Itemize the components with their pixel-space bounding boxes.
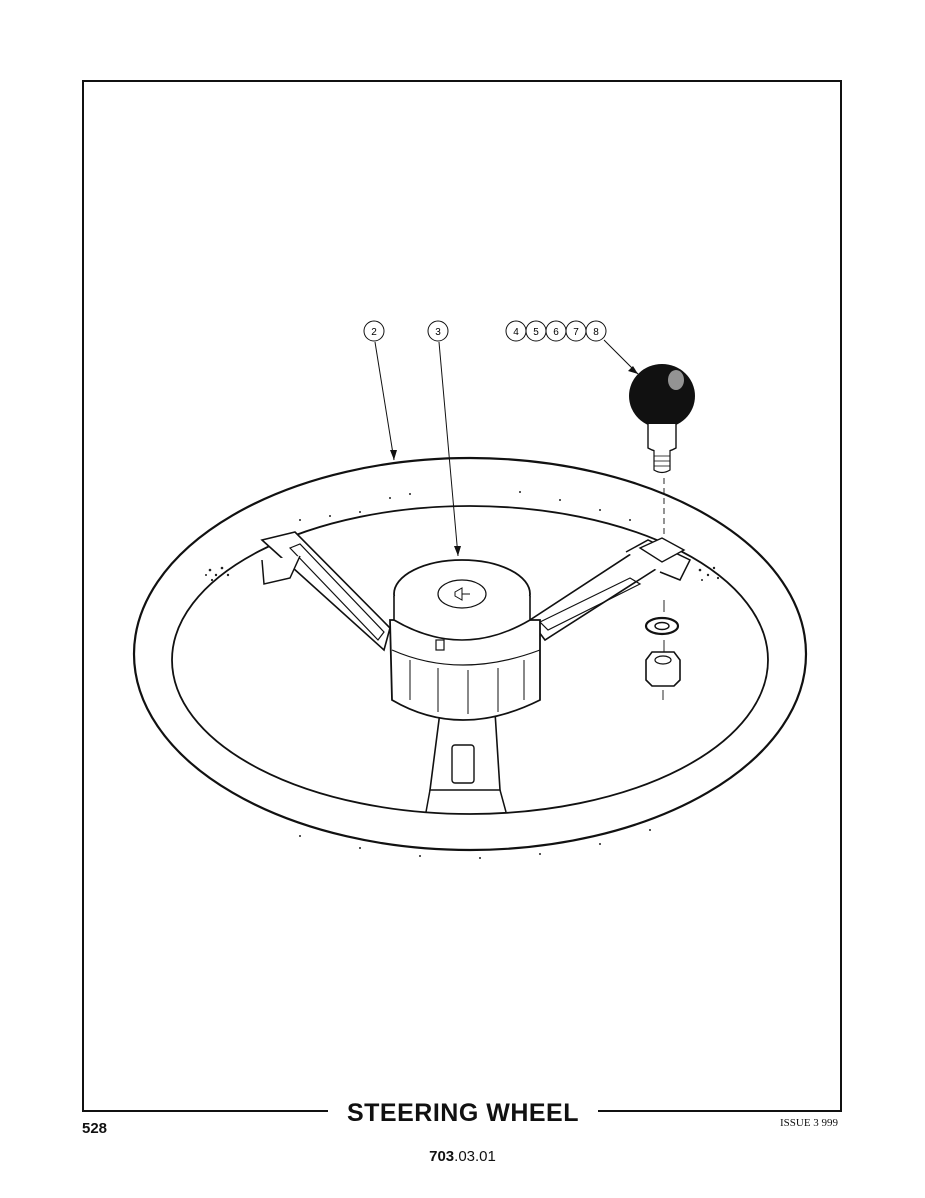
- horn-icon: [454, 587, 470, 601]
- callout-8-label: 8: [593, 327, 599, 338]
- callout-8: [585, 320, 607, 342]
- callout-3: [427, 320, 449, 342]
- issue-label: ISSUE 3 999: [780, 1117, 839, 1129]
- callout-6-label: 6: [553, 327, 559, 338]
- callout-2-label: 2: [371, 327, 377, 338]
- callout-2: [363, 320, 385, 342]
- callout-7-label: 7: [573, 327, 579, 338]
- wheel-rim-outer: [132, 456, 808, 852]
- page-title: STEERING WHEEL: [346, 1099, 579, 1127]
- hub-body: [389, 619, 541, 721]
- title-block: STEERING WHEEL: [328, 1095, 598, 1131]
- callout-4-label: 4: [513, 327, 519, 338]
- callout-3-label: 3: [435, 327, 441, 338]
- reference-number: 703.03.01: [0, 1148, 925, 1165]
- callout-5-label: 5: [533, 327, 539, 338]
- page-number: 528: [82, 1120, 108, 1137]
- reference-bold: 703: [429, 1148, 455, 1165]
- reference-rest: .03.01: [454, 1148, 496, 1165]
- wheel-rim-inner: [171, 505, 769, 815]
- spinner-knob: [629, 364, 695, 428]
- rim-texture: [205, 491, 720, 859]
